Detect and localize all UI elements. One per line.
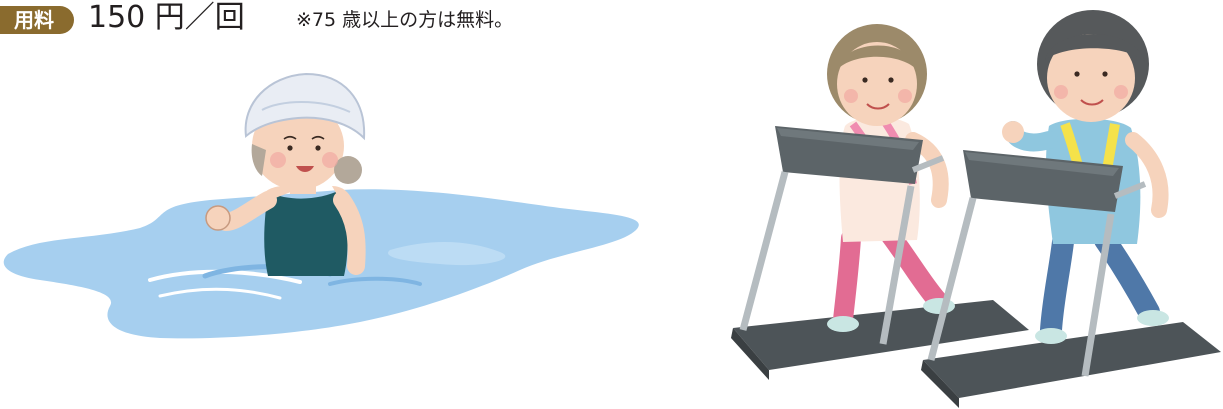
treadmill-left-console bbox=[777, 128, 919, 150]
treadmill-left-base bbox=[733, 300, 1029, 370]
fee-note: ※75 歳以上の方は無料。 bbox=[296, 9, 514, 31]
woman-face bbox=[837, 42, 917, 126]
swimmer-face bbox=[252, 102, 344, 190]
swimsuit bbox=[264, 190, 348, 276]
man-face bbox=[1047, 34, 1135, 122]
fee-price: 150 円／回 bbox=[88, 0, 245, 35]
swim-cap bbox=[244, 72, 366, 141]
treadmill-right-base bbox=[923, 322, 1221, 398]
fee-label-badge: 用料 bbox=[0, 6, 74, 34]
swimmer-illustration bbox=[3, 72, 639, 339]
treadmill-illustration bbox=[731, 10, 1221, 408]
fee-header: 用料 150 円／回 ※75 歳以上の方は無料。 bbox=[0, 0, 720, 40]
treadmill-right-console bbox=[965, 152, 1119, 176]
